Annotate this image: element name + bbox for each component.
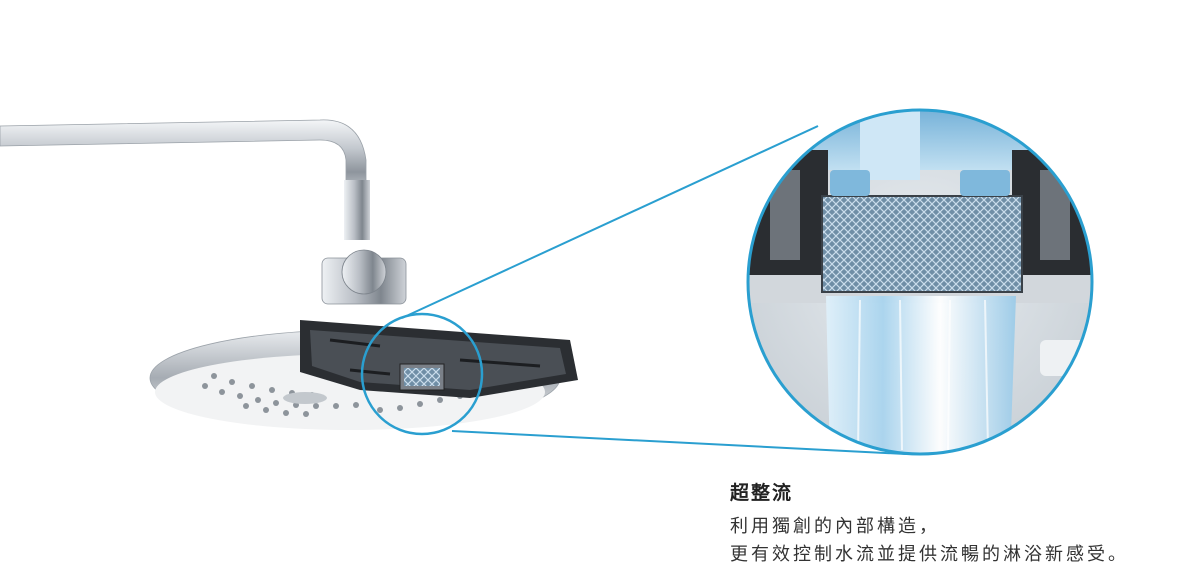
shower-head: [149, 320, 578, 430]
feature-title: 超整流: [730, 482, 794, 504]
feature-description-line-1: 利用獨創的內部構造，: [730, 516, 940, 537]
feature-caption: 超整流 利用獨創的內部構造， 更有效控制水流並提供流暢的淋浴新感受。: [730, 478, 1190, 569]
filter-zoom-view: [746, 108, 1094, 456]
zoom-connector-lines: [401, 125, 907, 455]
shower-arm: [0, 119, 407, 305]
feature-description-line-2: 更有效控制水流並提供流暢的淋浴新感受。: [730, 544, 1129, 565]
detail-ring-small: [360, 312, 484, 436]
